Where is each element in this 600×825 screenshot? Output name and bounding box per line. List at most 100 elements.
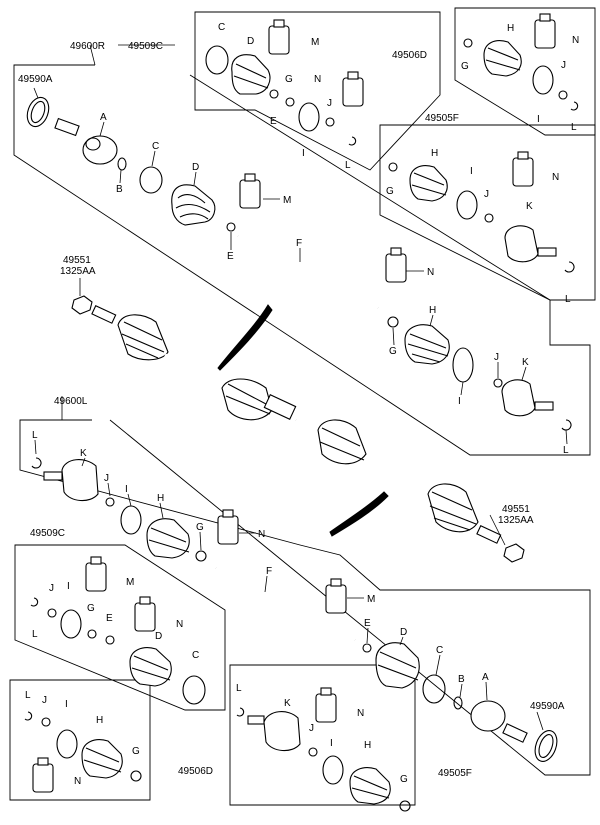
letter-j-kit-r2: J [561, 60, 566, 71]
kit-l3-grease-n [315, 687, 337, 723]
label-49551-lower: 49551 [502, 504, 530, 515]
label-49509c-upper: 49509C [128, 41, 163, 52]
letter-l-kit-l3: L [236, 683, 242, 694]
letter-e-kit-r: E [270, 116, 277, 127]
label-49600l: 49600L [54, 396, 88, 407]
letter-k-kit-r3: K [526, 201, 533, 212]
label-1325aa-upper: 1325AA [60, 266, 96, 277]
kit-l2-clip-g [130, 770, 142, 782]
letter-h-kit-l3: H [364, 740, 371, 751]
label-49590a-upper: 49590A [18, 74, 53, 85]
letter-i-kit-l: I [67, 581, 70, 592]
letter-n-kit-l2: N [74, 776, 81, 787]
group-code-labels: 49600R 49509C 49506D 49505F 49590A 49551… [18, 41, 565, 779]
right-joint-housing-k [501, 379, 554, 417]
kit-l2-circlip-l [24, 711, 33, 721]
inner-boot-kit-r-outline [194, 11, 441, 171]
letter-b-r: B [116, 184, 123, 195]
label-49505f-lower: 49505F [438, 768, 472, 779]
kit-r2-boot-h [483, 40, 522, 77]
letter-e-kit-l: E [106, 613, 113, 624]
kit-r2-clamp-i [532, 65, 554, 95]
right-outer-joint-a [54, 117, 118, 165]
letter-n-kit-l3: N [357, 708, 364, 719]
kit-l3-boot-h [349, 767, 391, 805]
letter-n-kit-l: N [176, 619, 183, 630]
letter-m-kit-r: M [311, 37, 319, 48]
letter-i-kit-r2: I [537, 114, 540, 125]
letter-g-l: G [196, 522, 204, 533]
letter-c-r: C [152, 141, 159, 152]
kit-l-clip-e [105, 635, 115, 645]
letter-g-kit-r: G [285, 74, 293, 85]
letter-d-kit-r: D [247, 36, 254, 47]
left-grease-m [325, 578, 347, 614]
outer-boot-kit-r-outline [454, 7, 596, 136]
upper-hex-nut [71, 295, 93, 315]
kit-l3-housing-k [247, 711, 301, 752]
kit-l3-circlip-l [236, 707, 245, 717]
outer-boot-kit-l-outline [9, 679, 151, 801]
right-outer-boot-d [171, 184, 216, 226]
letter-l-kit-l: L [32, 629, 38, 640]
letter-m-kit-l: M [126, 577, 134, 588]
kit-r-grease-n [342, 71, 364, 107]
letter-n-kit-r2: N [572, 35, 579, 46]
letter-l-l: L [32, 430, 38, 441]
left-tone-ring [534, 730, 558, 762]
letter-j-kit-l3: J [309, 723, 314, 734]
letter-f-l: F [266, 566, 272, 577]
letter-g-kit-l2: G [132, 746, 140, 757]
kit-r-circlip-l [348, 136, 357, 146]
left-shaft-f [215, 566, 356, 642]
letter-l-kit-l2: L [25, 690, 31, 701]
left-shaft-assy-outline [19, 419, 591, 776]
letter-k-r: K [522, 357, 529, 368]
letter-d-r: D [192, 162, 199, 173]
letter-c-kit-r: C [218, 22, 225, 33]
letter-n-l: N [258, 529, 265, 540]
letter-h-kit-l2: H [96, 715, 103, 726]
kit-l2-ring-j [41, 717, 51, 727]
kit-l-clip-g [87, 629, 97, 639]
left-ring-j [105, 497, 115, 507]
kit-r2-circlip-l [570, 101, 579, 111]
letter-l-r: L [563, 445, 569, 456]
letter-j-kit-r3: J [484, 189, 489, 200]
kit-r3-clamp-i [456, 190, 478, 220]
letter-a-r: A [100, 112, 107, 123]
left-outer-boot-d [375, 642, 420, 689]
right-shaft-assy-outline [13, 64, 591, 456]
letter-c-l: C [436, 645, 443, 656]
right-ring-b [117, 157, 127, 171]
letter-j-r: J [494, 352, 499, 363]
kit-l-circlip-l [30, 597, 39, 607]
right-circlip-l [561, 419, 572, 431]
letter-g-kit-l: G [87, 603, 95, 614]
lower-hex-nut [503, 543, 525, 563]
right-clip-g [387, 316, 399, 328]
kit-l-ring-j [47, 608, 57, 618]
letter-d-l: D [400, 627, 407, 638]
letter-i-l: I [125, 484, 128, 495]
letter-i-kit-l3: I [330, 738, 333, 749]
separator-wedge-upper [217, 304, 273, 371]
letter-h-r: H [429, 305, 436, 316]
letter-g-r: G [389, 346, 397, 357]
letter-e-r: E [227, 251, 234, 262]
kit-l-grease-m [85, 556, 107, 592]
right-clamp-i [452, 347, 474, 383]
left-clip-g [195, 550, 207, 562]
letter-i-kit-l2: I [65, 699, 68, 710]
kit-r3-housing-k [504, 225, 557, 263]
letter-l-kit-r: L [345, 160, 351, 171]
letter-h-kit-r2: H [507, 23, 514, 34]
kit-r2-clip-g [463, 38, 473, 48]
letter-c-kit-l: C [192, 650, 199, 661]
kit-l-grease-n [134, 596, 156, 632]
letter-e-l: E [364, 618, 371, 629]
kit-r-ring-j [325, 117, 335, 127]
kit-r3-grease-n [512, 151, 534, 187]
letter-m-r: M [283, 195, 291, 206]
letter-g-kit-r2: G [461, 61, 469, 72]
